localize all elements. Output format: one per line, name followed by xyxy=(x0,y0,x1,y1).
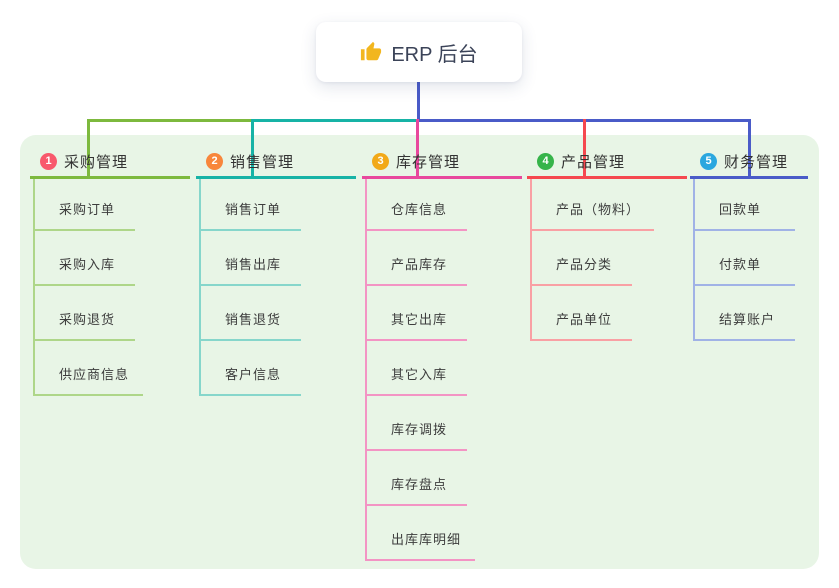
branch-label: 采购管理 xyxy=(64,153,129,171)
bus-segment-teal xyxy=(251,119,417,122)
child-node[interactable]: 产品单位 xyxy=(532,286,632,341)
child-node[interactable]: 产品（物料） xyxy=(532,179,655,231)
child-node[interactable]: 库存调拨 xyxy=(367,396,467,451)
branch-badge: 5 xyxy=(700,152,717,170)
child-node[interactable]: 采购入库 xyxy=(35,231,135,286)
branch-3: 3 库存管理仓库信息产品库存其它出库其它入库库存调拨库存盘点出库库明细 xyxy=(362,146,522,561)
root-title: ERP 后台 xyxy=(391,43,478,66)
child-node[interactable]: 采购订单 xyxy=(35,179,135,231)
child-node[interactable]: 其它出库 xyxy=(367,286,467,341)
child-node[interactable]: 产品分类 xyxy=(532,231,632,286)
child-node[interactable]: 库存盘点 xyxy=(367,451,467,506)
branch-drop-line-5 xyxy=(748,119,751,179)
child-node[interactable]: 供应商信息 xyxy=(35,341,144,396)
child-node[interactable]: 销售出库 xyxy=(201,231,301,286)
child-node[interactable]: 结算账户 xyxy=(695,286,795,341)
branch-4: 4 产品管理产品（物料）产品分类产品单位 xyxy=(527,146,687,341)
branch-drop-line-4 xyxy=(583,119,586,179)
child-node[interactable]: 销售订单 xyxy=(201,179,301,231)
branch-children: 产品（物料）产品分类产品单位 xyxy=(530,179,687,341)
branch-node[interactable]: 4 产品管理 xyxy=(527,146,687,179)
branch-badge: 4 xyxy=(537,152,554,170)
child-node[interactable]: 产品库存 xyxy=(367,231,467,286)
branch-label: 产品管理 xyxy=(561,153,626,171)
branch-badge: 3 xyxy=(372,152,389,170)
branch-1: 1 采购管理采购订单采购入库采购退货供应商信息 xyxy=(30,146,190,396)
child-node[interactable]: 其它入库 xyxy=(367,341,467,396)
child-node[interactable]: 客户信息 xyxy=(201,341,301,396)
bus-segment-green xyxy=(87,119,251,122)
branch-children: 采购订单采购入库采购退货供应商信息 xyxy=(33,179,190,396)
branch-node[interactable]: 3 库存管理 xyxy=(362,146,522,179)
child-node[interactable]: 回款单 xyxy=(695,179,795,231)
branch-drop-line-3 xyxy=(416,119,419,179)
branch-node[interactable]: 2 销售管理 xyxy=(196,146,356,179)
branch-node[interactable]: 5 财务管理 xyxy=(690,146,808,179)
branch-label: 财务管理 xyxy=(724,153,789,171)
child-node[interactable]: 采购退货 xyxy=(35,286,135,341)
branch-badge: 2 xyxy=(206,152,223,170)
branch-drop-line-1 xyxy=(87,119,90,179)
branch-label: 库存管理 xyxy=(396,153,461,171)
child-node[interactable]: 出库库明细 xyxy=(367,506,476,561)
child-node[interactable]: 销售退货 xyxy=(201,286,301,341)
branch-drop-line-2 xyxy=(251,119,254,179)
branch-children: 仓库信息产品库存其它出库其它入库库存调拨库存盘点出库库明细 xyxy=(365,179,522,561)
branch-badge: 1 xyxy=(40,152,57,170)
branch-children: 回款单付款单结算账户 xyxy=(693,179,808,341)
branch-2: 2 销售管理销售订单销售出库销售退货客户信息 xyxy=(196,146,356,396)
child-node[interactable]: 仓库信息 xyxy=(367,179,467,231)
branches-panel xyxy=(20,135,819,569)
root-connector-line xyxy=(417,82,420,122)
branch-label: 销售管理 xyxy=(230,153,295,171)
branch-5: 5 财务管理回款单付款单结算账户 xyxy=(690,146,808,341)
child-node[interactable]: 付款单 xyxy=(695,231,795,286)
branch-node[interactable]: 1 采购管理 xyxy=(30,146,190,179)
root-node[interactable]: ERP 后台 xyxy=(316,22,522,82)
thumbs-up-icon xyxy=(360,41,382,63)
branch-children: 销售订单销售出库销售退货客户信息 xyxy=(199,179,356,396)
